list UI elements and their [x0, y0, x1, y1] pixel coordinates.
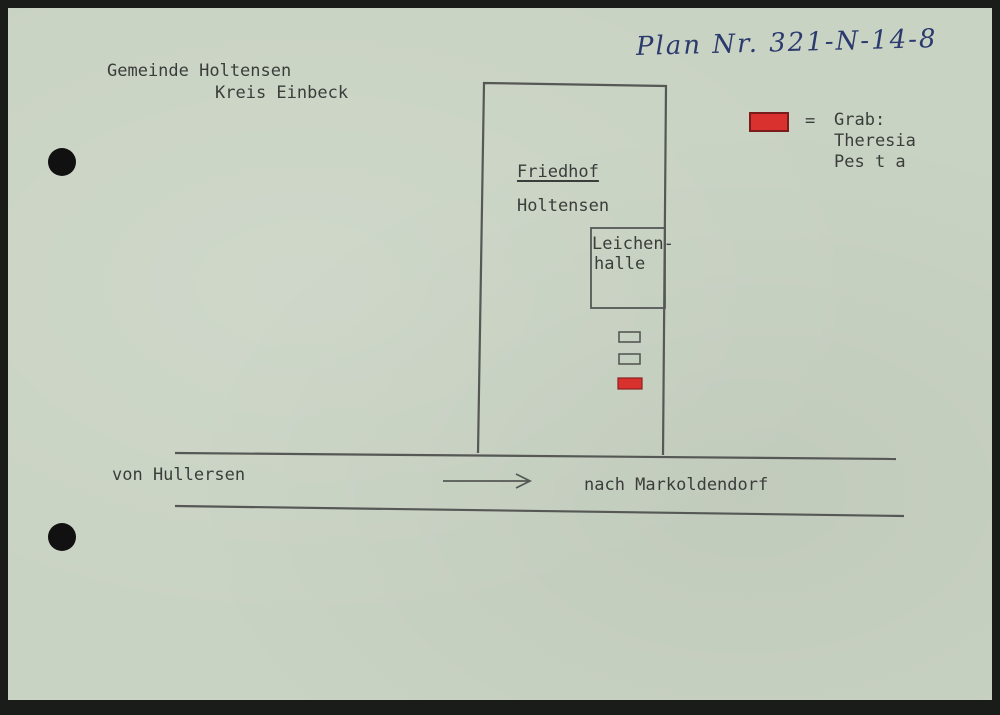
grave-marker-highlighted: [617, 377, 643, 390]
road-destination-label: nach Markoldendorf: [584, 475, 769, 495]
mortuary-label-line2: halle: [594, 254, 646, 274]
road-origin-label: von Hullersen: [112, 465, 246, 485]
legend-name-last: Pes t a: [834, 152, 906, 172]
mortuary-hall-box: [590, 227, 666, 309]
direction-arrow-icon: [443, 473, 533, 489]
road-upper-edge: [174, 451, 897, 461]
mortuary-label-line1: Leichen-: [592, 234, 674, 254]
legend-name-first: Theresia: [834, 131, 916, 151]
municipality-line: Gemeinde Holtensen: [107, 61, 292, 81]
punch-hole: [48, 523, 76, 551]
legend-equals-sign: =: [805, 111, 816, 131]
site-plan-drawing: [174, 81, 905, 518]
grave-marker: [618, 353, 641, 365]
legend-label: Grab:: [834, 110, 886, 130]
cemetery-name: Holtensen: [517, 196, 610, 216]
district-line: Kreis Einbeck: [215, 83, 349, 103]
document-card: Plan Nr. 321-N-14-8 Gemeinde Holtensen K…: [8, 8, 992, 700]
grave-marker: [618, 331, 641, 343]
road-lower-edge: [174, 504, 905, 518]
cemetery-title: Friedhof: [517, 162, 599, 182]
legend-grave-marker: [749, 112, 789, 132]
punch-hole: [48, 148, 76, 176]
